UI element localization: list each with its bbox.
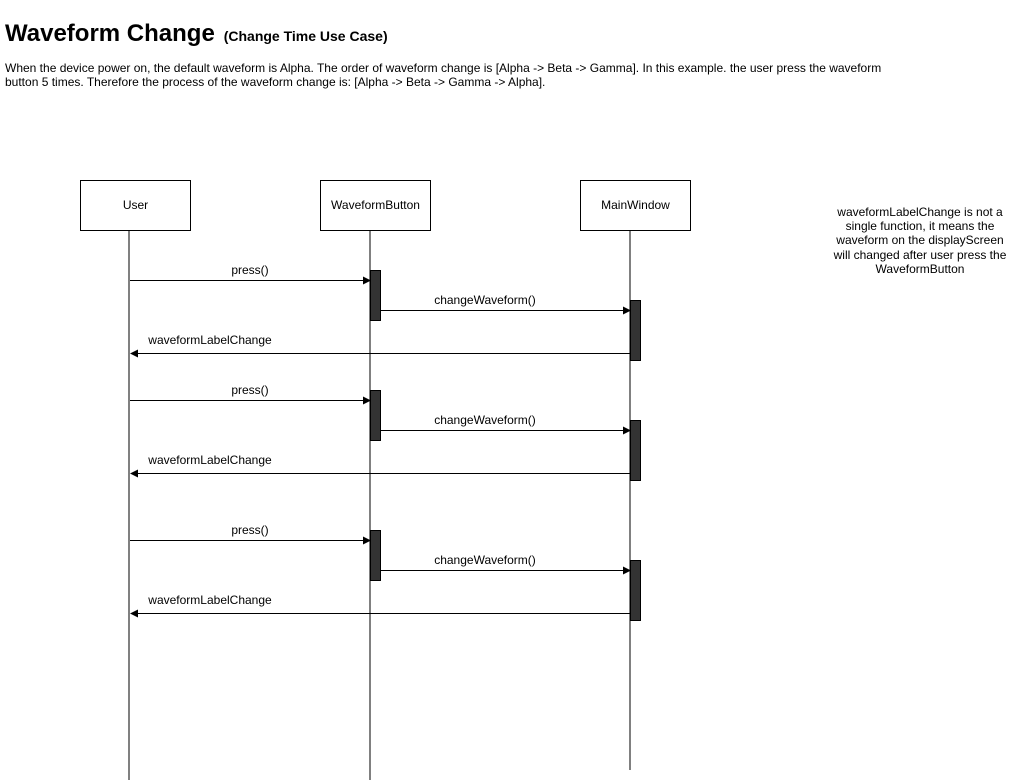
message-label: press() bbox=[231, 523, 268, 537]
activation-bar-main-window bbox=[630, 420, 641, 481]
message-label: changeWaveform() bbox=[434, 413, 536, 427]
arrowhead-icon bbox=[363, 536, 371, 545]
participant-waveform-button: WaveformButton bbox=[320, 180, 431, 231]
message-label: changeWaveform() bbox=[434, 293, 536, 307]
arrowhead-icon bbox=[130, 469, 138, 478]
description-text: When the device power on, the default wa… bbox=[5, 61, 882, 89]
message-label: press() bbox=[231, 383, 268, 397]
activation-bar-waveform-button bbox=[370, 270, 381, 321]
arrowhead-icon bbox=[623, 426, 631, 435]
activation-bar-main-window bbox=[630, 300, 641, 361]
participant-box bbox=[320, 180, 431, 231]
participant-box bbox=[80, 180, 191, 231]
message-label: changeWaveform() bbox=[434, 553, 536, 567]
participant-main-window: MainWindow bbox=[580, 180, 691, 231]
message-press: press() bbox=[130, 523, 371, 545]
arrowhead-icon bbox=[363, 276, 371, 285]
message-change-waveform: changeWaveform() bbox=[381, 413, 631, 435]
message-press: press() bbox=[130, 263, 371, 285]
message-change-waveform: changeWaveform() bbox=[381, 553, 631, 575]
activation-bar-main-window bbox=[630, 560, 641, 621]
arrowhead-icon bbox=[623, 566, 631, 575]
page-title: Waveform Change (Change Time Use Case) bbox=[5, 14, 388, 46]
arrowhead-icon bbox=[363, 396, 371, 405]
arrowhead-icon bbox=[130, 349, 138, 358]
message-label: waveformLabelChange bbox=[147, 593, 272, 607]
participant-label: MainWindow bbox=[601, 198, 670, 212]
message-waveform-label-change: waveformLabelChange bbox=[130, 593, 630, 618]
diagram-note: waveformLabelChange is not a single func… bbox=[833, 205, 1007, 276]
participant-user: User bbox=[80, 180, 191, 231]
activation-bar-waveform-button bbox=[370, 390, 381, 441]
arrowhead-icon bbox=[623, 306, 631, 315]
title-main: Waveform Change bbox=[5, 20, 215, 47]
message-press: press() bbox=[130, 383, 371, 405]
title-subtitle: (Change Time Use Case) bbox=[223, 28, 388, 44]
activation-bar-waveform-button bbox=[370, 530, 381, 581]
message-waveform-label-change: waveformLabelChange bbox=[130, 453, 630, 478]
message-label: press() bbox=[231, 263, 268, 277]
participant-box bbox=[580, 180, 691, 231]
message-change-waveform: changeWaveform() bbox=[381, 293, 631, 315]
participant-label: WaveformButton bbox=[331, 198, 420, 212]
message-waveform-label-change: waveformLabelChange bbox=[130, 333, 630, 358]
arrowhead-icon bbox=[130, 609, 138, 618]
message-label: waveformLabelChange bbox=[147, 453, 272, 467]
participant-label: User bbox=[123, 198, 148, 212]
message-label: waveformLabelChange bbox=[147, 333, 272, 347]
